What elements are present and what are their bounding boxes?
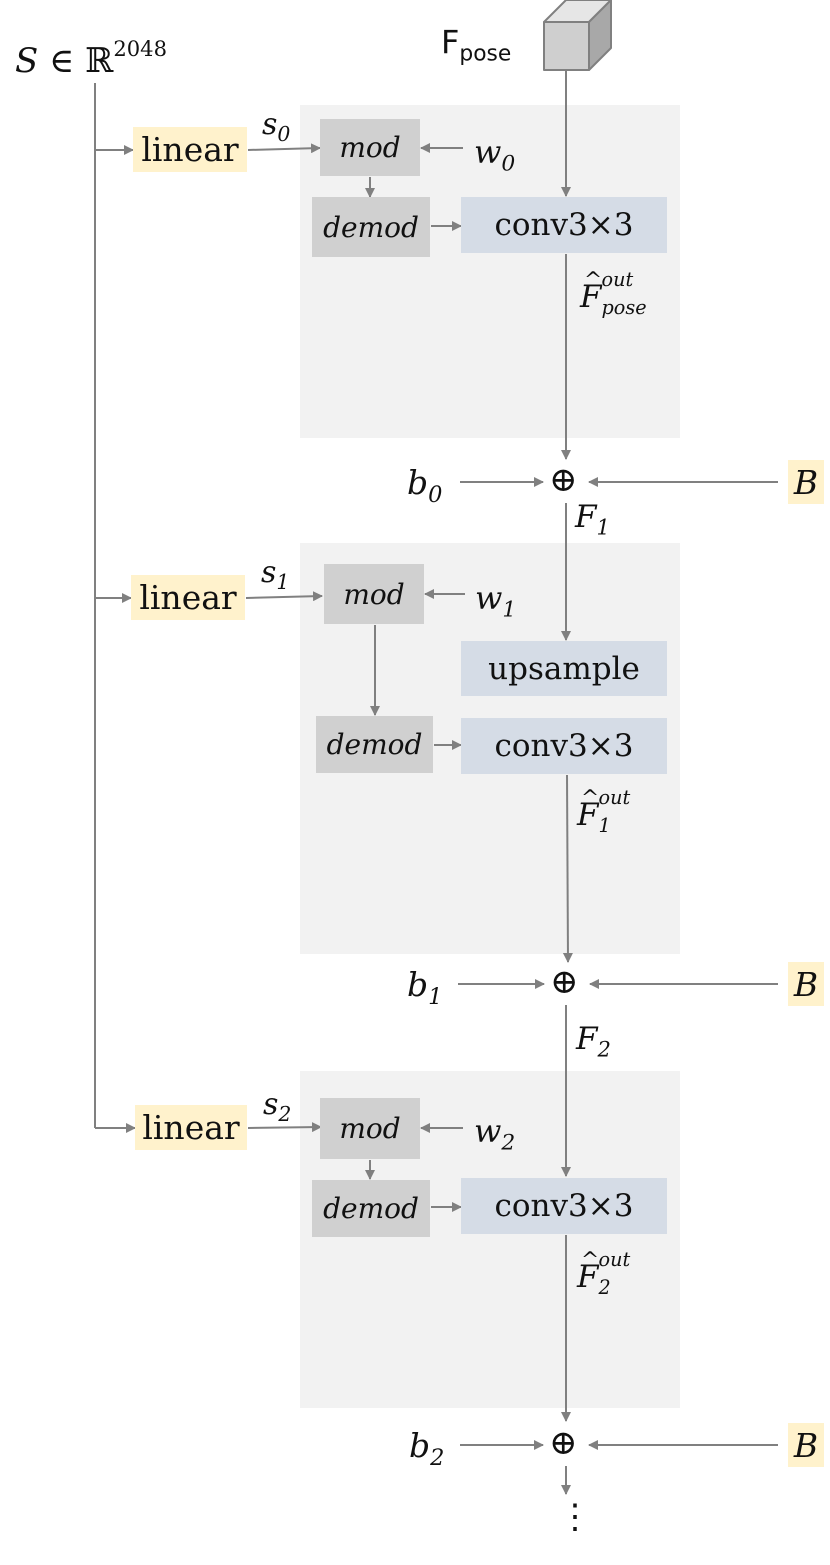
w0-label: w0 [474,133,516,177]
mod-box-2: mod [320,1098,420,1159]
mod-box-1: mod [324,564,424,624]
arrow-conv1-to-plus [562,774,573,963]
arrow-s1-to-mod [245,591,323,602]
w2-label: w2 [474,1112,516,1156]
conv-box-0: conv3×3 [461,197,667,253]
b1-label: b1 [407,965,443,1010]
w1-label: w1 [475,579,517,623]
conv-box-2: conv3×3 [461,1178,667,1234]
s1-label: s1 [261,555,290,595]
plus-node-1: ⊕ [550,962,579,1002]
arrow-s2-to-mod [247,1122,322,1133]
pose-cube-icon [543,0,612,71]
B-box-1: B [788,962,824,1006]
s2-label: s2 [263,1087,292,1127]
conv-box-1: conv3×3 [461,718,667,774]
demod-box-1: demod [316,716,433,773]
s0-label: s0 [262,107,291,147]
F2-label: F2 [576,1021,611,1062]
upsample-box-1: upsample [461,641,667,696]
input-label: S ∈ ℝ2048 [15,36,168,81]
demod-box-2: demod [312,1180,430,1237]
B-box-0: B [788,460,824,504]
linear-box-0: linear [133,127,247,172]
B-box-2: B [788,1423,824,1467]
b2-label: b2 [409,1426,445,1471]
pose-label: Fpose [441,23,512,67]
linear-box-2: linear [135,1105,247,1150]
F1-label: F1 [575,499,610,540]
continuation-ellipsis: ⋮ [558,1497,592,1537]
arrow-s0-to-mod [247,143,321,154]
plus-node-0: ⊕ [549,460,578,500]
linear-box-1: linear [131,575,245,620]
b0-label: b0 [407,463,443,508]
demod-box-0: demod [312,197,430,257]
mod-box-0: mod [320,119,420,176]
plus-node-2: ⊕ [549,1423,578,1463]
